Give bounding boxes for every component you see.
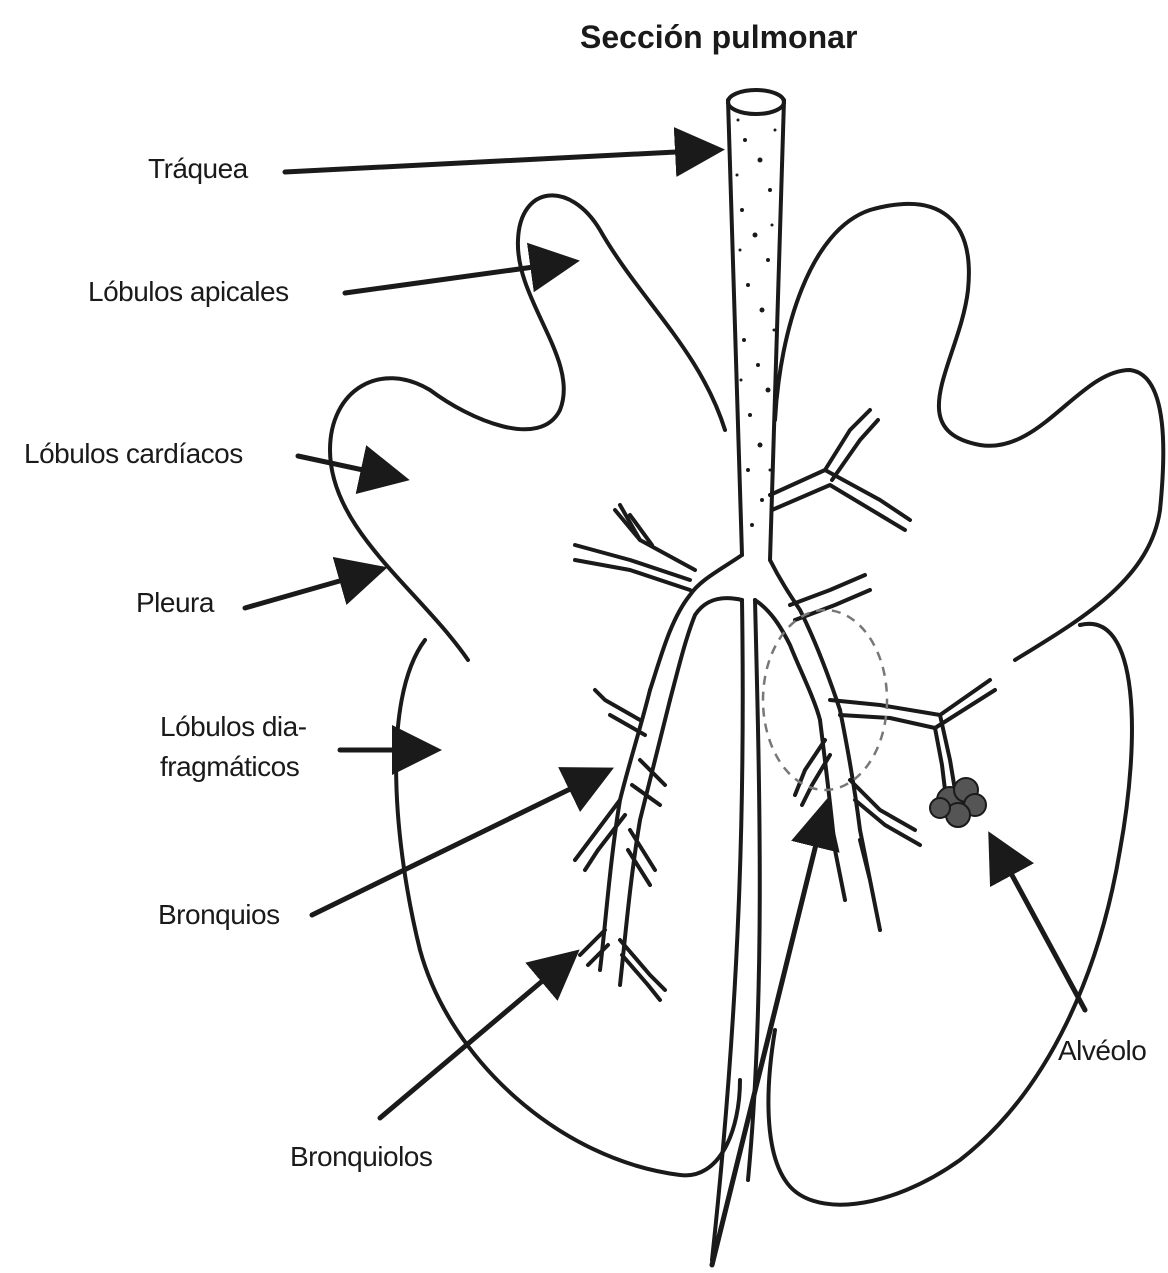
label-pleura: Pleura: [136, 586, 214, 620]
left-main-bronchus-outer: [650, 555, 742, 690]
right-main-bronchus-inner: [755, 600, 820, 720]
label-lobulos-apicales: Lóbulos apicales: [88, 275, 289, 309]
right-lung-upper-outline: [775, 204, 1163, 660]
trachea-texture: [736, 119, 777, 528]
right-lower-bronchial-tree: [795, 710, 920, 930]
alveolar-bronchiole: [830, 680, 995, 790]
alveolus-cluster: [930, 778, 986, 827]
right-lung-lower-outline: [768, 624, 1132, 1205]
upper-left-bronchus: [575, 505, 695, 590]
trachea-top-opening: [728, 90, 784, 114]
arrow-central: [712, 808, 825, 1265]
arrow-pleura: [245, 570, 378, 608]
arrow-lobulos-cardiacos: [298, 456, 400, 478]
arrow-traquea: [285, 150, 715, 172]
arrow-bronquios: [312, 772, 605, 915]
label-lobulos-diafragmaticos-line2: fragmáticos: [160, 750, 299, 784]
left-main-bronchus-inner: [670, 598, 742, 700]
label-traquea: Tráquea: [148, 152, 248, 186]
arrow-lobulos-apicales: [345, 262, 570, 293]
left-lower-bronchial-tree: [575, 690, 670, 1000]
right-main-bronchus-outer: [770, 560, 840, 710]
arrow-alveolo: [993, 840, 1085, 1010]
left-lung-upper-outline: [330, 195, 725, 660]
upper-right-bronchus: [770, 410, 910, 530]
diagram-title: Sección pulmonar: [580, 18, 857, 56]
arrow-bronquiolos: [380, 956, 572, 1118]
label-bronquios: Bronquios: [158, 898, 280, 932]
trachea-left-wall: [728, 100, 742, 555]
label-lobulos-cardiacos: Lóbulos cardíacos: [24, 437, 243, 471]
label-lobulos-diafragmaticos-line1: Lóbulos dia-: [160, 710, 307, 744]
left-lung-lower-outline: [396, 640, 740, 1175]
label-alveolo: Alvéolo: [1058, 1034, 1146, 1068]
label-bronquiolos: Bronquiolos: [290, 1140, 432, 1174]
